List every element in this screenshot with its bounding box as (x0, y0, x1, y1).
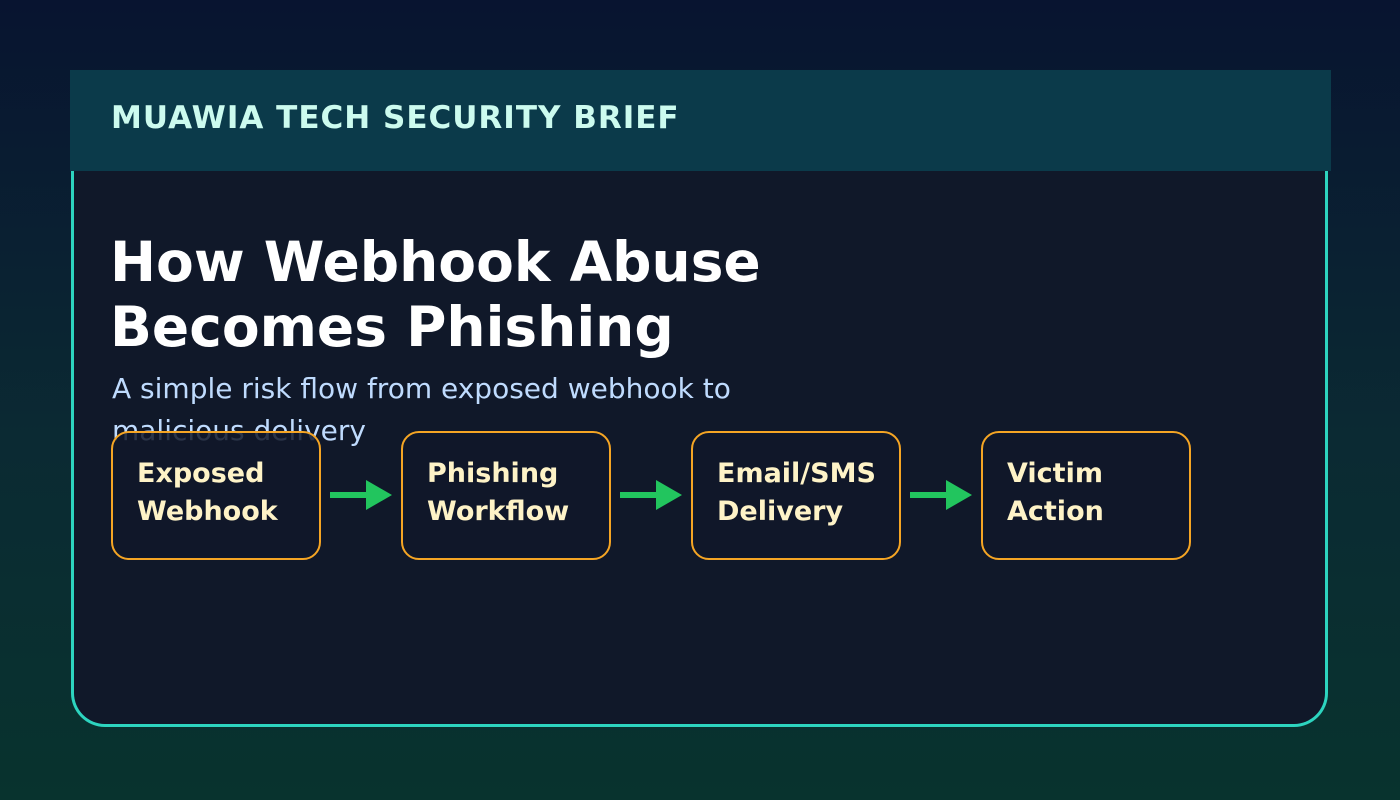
flow-step-label: Webhook (137, 496, 278, 527)
brand-title: MUAWIA TECH SECURITY BRIEF (111, 100, 680, 136)
flow-step-exposed-webhook: Exposed Webhook (111, 431, 321, 560)
header-band (70, 70, 1331, 171)
flow-step-label: Exposed (137, 458, 265, 489)
flow-arrow-icon (910, 480, 972, 510)
flow-step-victim-action: Victim Action (981, 431, 1191, 560)
flow-step-email-sms-delivery: Email/SMS Delivery (691, 431, 901, 560)
flow-step-label: Action (1007, 496, 1104, 527)
flow-step-label: Delivery (717, 496, 844, 527)
page-title: How Webhook Abuse Becomes Phishing (110, 230, 761, 360)
subtitle-line-1: A simple risk flow from exposed webhook … (112, 372, 731, 405)
flow-step-label: Workflow (427, 496, 570, 527)
flow-arrow-icon (330, 480, 392, 510)
title-line-2: Becomes Phishing (110, 295, 674, 359)
title-line-1: How Webhook Abuse (110, 230, 761, 294)
flow-arrow-icon (620, 480, 682, 510)
flow-step-label: Victim (1007, 458, 1103, 489)
subtitle: A simple risk flow from exposed webhook … (112, 368, 731, 452)
brief-card (71, 70, 1328, 727)
flow-step-label: Email/SMS (717, 458, 876, 489)
flow-step-phishing-workflow: Phishing Workflow (401, 431, 611, 560)
flow-step-label: Phishing (427, 458, 559, 489)
